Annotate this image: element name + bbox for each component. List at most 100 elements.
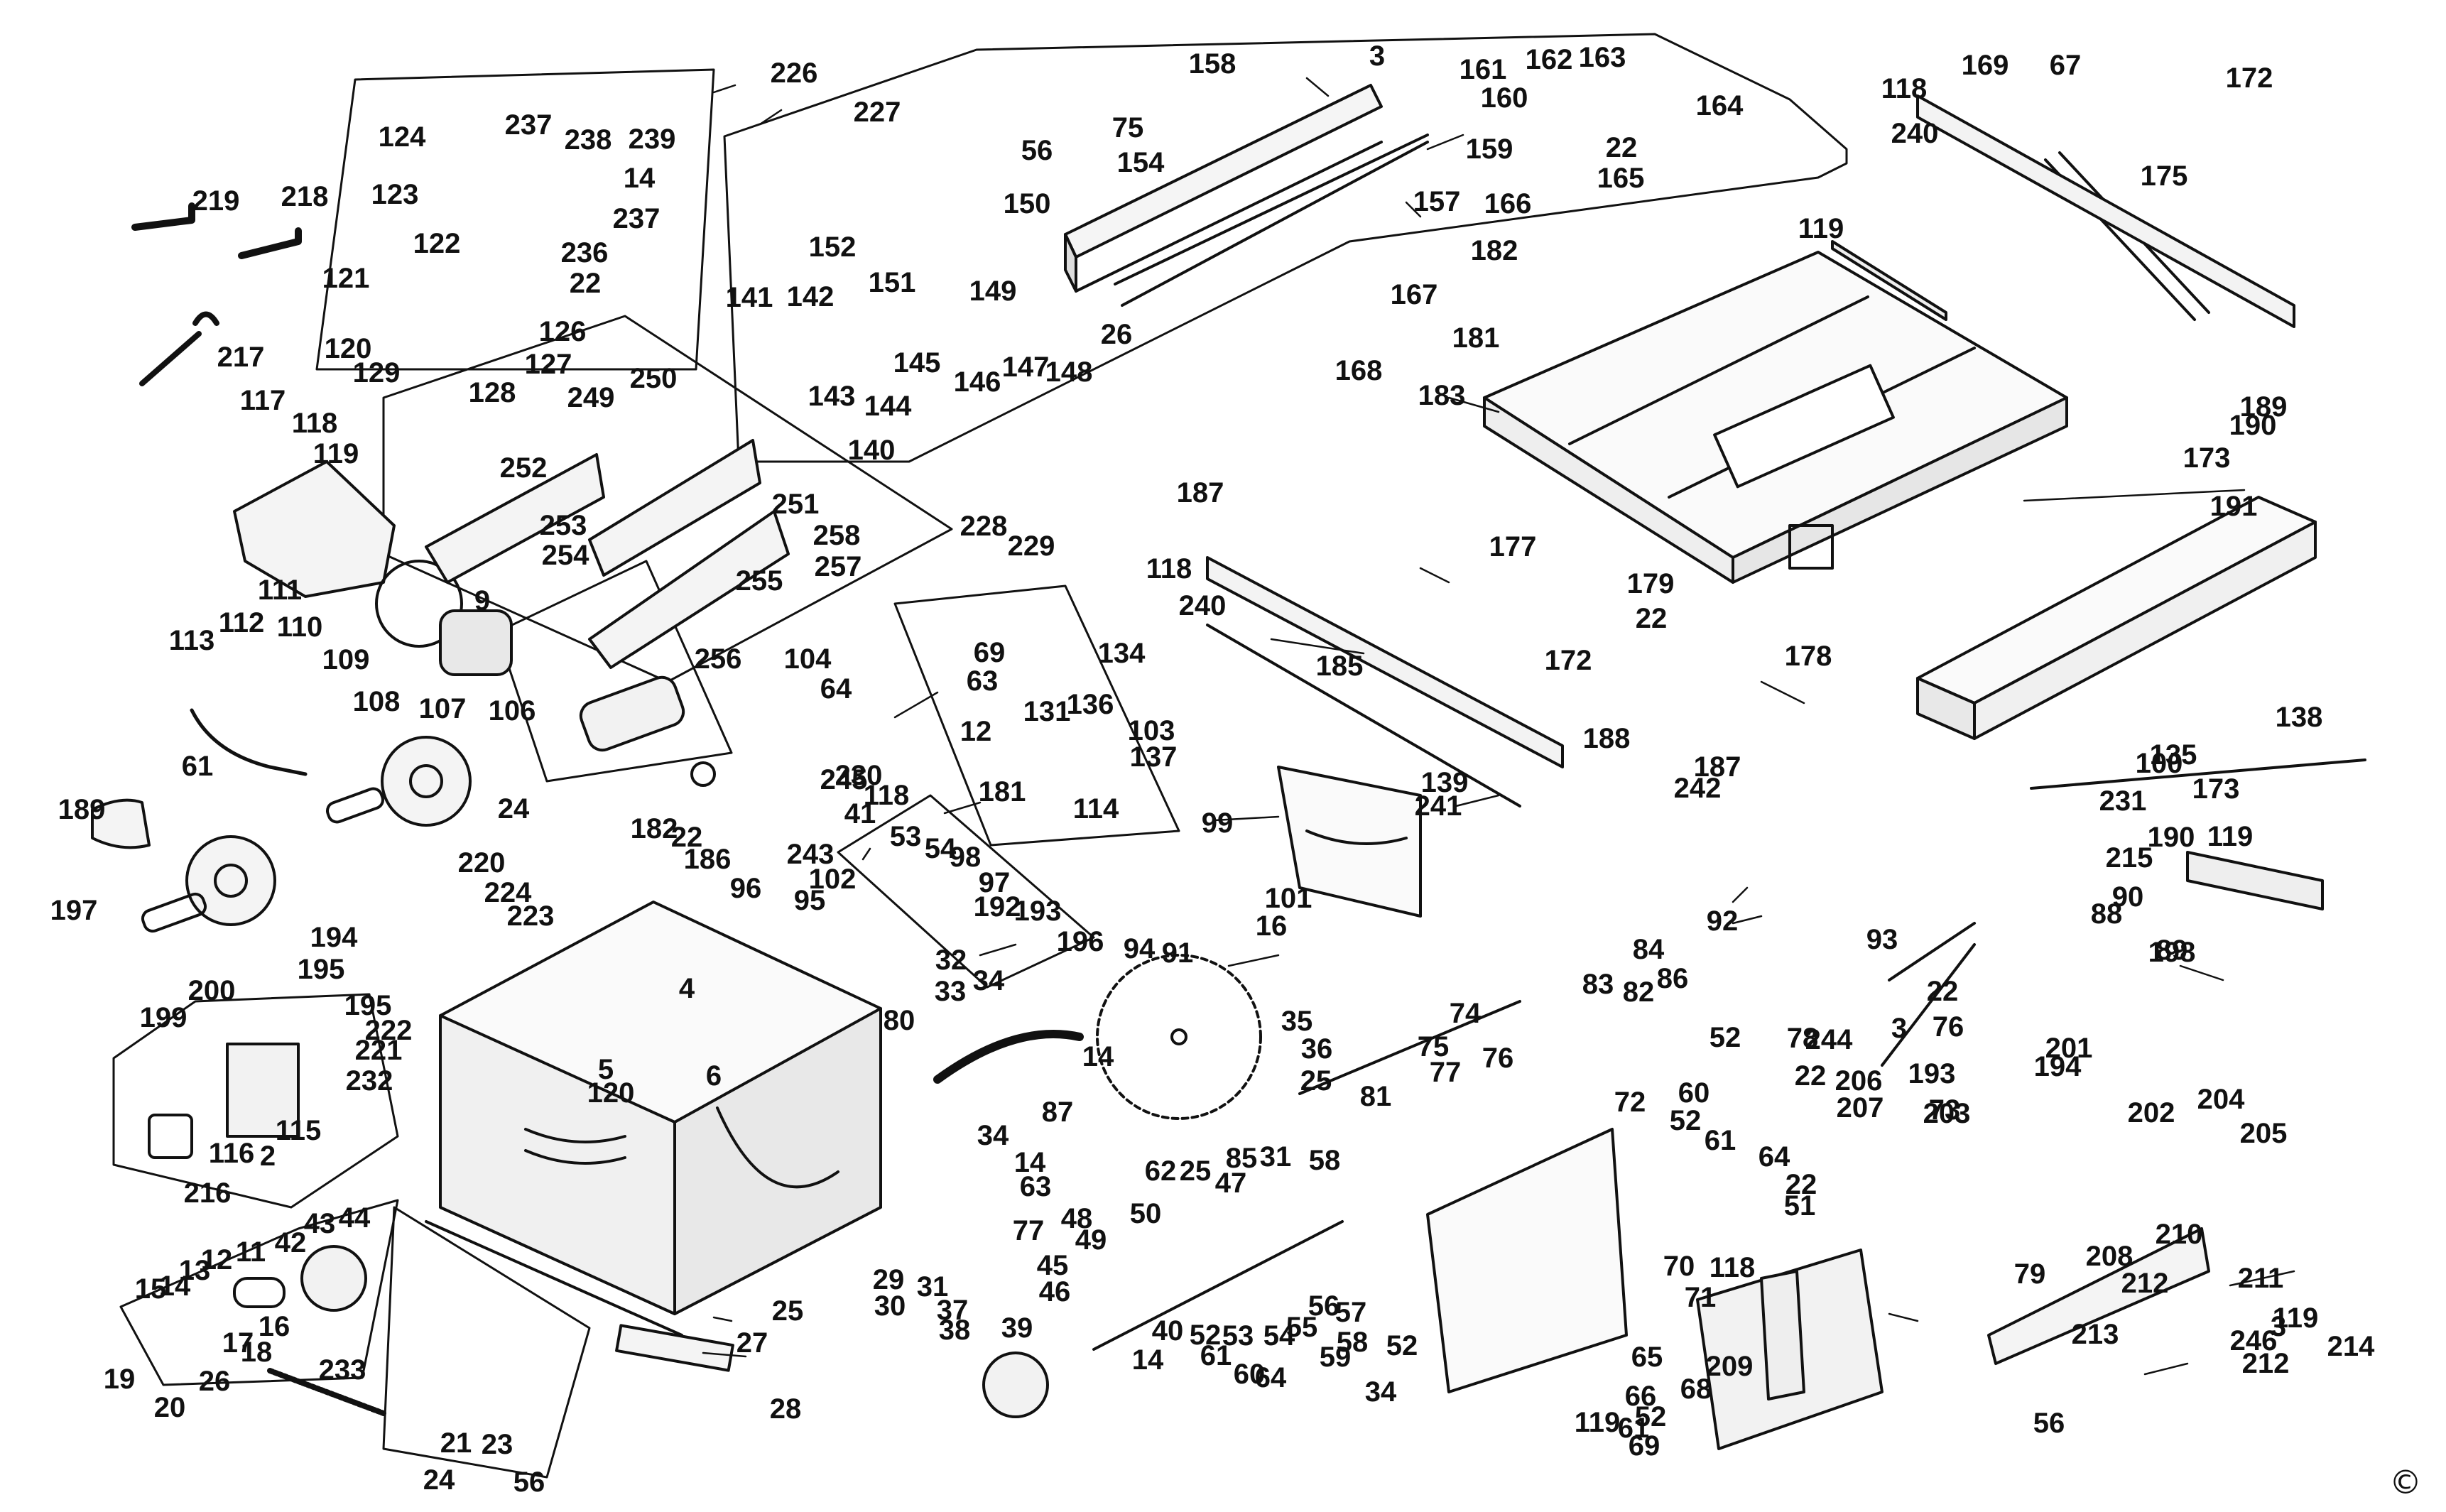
callout-label: 159 (1465, 134, 1513, 165)
callout-label: 215 (2105, 842, 2153, 874)
callout-label: 22 (670, 822, 703, 853)
callout-label: 89 (2156, 935, 2188, 966)
callout-label: 58 (1308, 1145, 1341, 1176)
callout-label: 86 (1656, 963, 1689, 994)
callout-label: 91 (1161, 937, 1194, 969)
callout-label: 108 (352, 686, 401, 717)
callout-label: 233 (318, 1354, 366, 1386)
callout-label: 64 (1758, 1141, 1790, 1173)
callout-label: 244 (1805, 1024, 1853, 1055)
callout-label: 160 (1480, 82, 1528, 114)
outline-group-232 (112, 993, 399, 1209)
callout-label: 60 (1678, 1077, 1710, 1109)
callout-label: 257 (814, 551, 862, 582)
callout-label: 183 (1418, 380, 1466, 411)
fence-rails (1064, 84, 2295, 807)
callout-label: 25 (771, 1295, 804, 1327)
callout-label: 54 (1263, 1320, 1295, 1351)
callout-label: 101 (1264, 883, 1312, 914)
callout-label: 82 (1622, 977, 1655, 1008)
callout-label: 200 (187, 975, 236, 1006)
callout-label: 17 (222, 1327, 254, 1359)
callout-label: 119 (2272, 1302, 2319, 1334)
callout-label: 231 (2099, 785, 2147, 817)
callout-label: 119 (312, 438, 359, 469)
callout-label: 186 (683, 844, 732, 875)
callout-label: 51 (1783, 1190, 1816, 1222)
callout-label: 188 (1582, 723, 1631, 754)
callout-label: 90 (2111, 881, 2144, 913)
callout-label: 40 (1151, 1315, 1184, 1347)
callout-label: 146 (953, 366, 1001, 398)
callout-label: 34 (972, 965, 1005, 996)
callout-label: 24 (497, 793, 530, 825)
callout-label: 14 (1013, 1147, 1046, 1178)
callout-label: 114 (1072, 793, 1119, 825)
callout-label: 158 (1188, 48, 1236, 80)
callout-label: 49 (1075, 1224, 1107, 1256)
callout-label: 202 (2127, 1097, 2175, 1128)
callout-label: 124 (378, 121, 426, 153)
callout-label: 187 (1693, 751, 1741, 783)
callout-label: 19 (103, 1364, 136, 1395)
callout-label: 117 (239, 385, 286, 416)
callout-label: 72 (1614, 1087, 1646, 1118)
callout-label: 175 (2140, 161, 2188, 192)
callout-label: 31 (916, 1271, 949, 1302)
callout-label: 193 (1908, 1058, 1956, 1089)
callout-label: 22 (569, 268, 602, 299)
callout-label: 56 (2033, 1408, 2065, 1439)
callout-label: 258 (812, 520, 861, 551)
callout-label: 52 (1669, 1105, 1702, 1136)
callout-label: 32 (935, 945, 967, 976)
callout-label: 238 (564, 124, 612, 156)
callout-label: 37 (936, 1295, 969, 1326)
callout-label: 33 (934, 976, 967, 1007)
callout-label: 178 (1784, 641, 1832, 672)
callout-label: 64 (1254, 1362, 1287, 1393)
callout-label: 78 (1786, 1023, 1819, 1054)
callout-label: 214 (2327, 1331, 2375, 1362)
callout-label: 60 (1233, 1359, 1266, 1390)
callout-label: 54 (924, 833, 957, 864)
callout-label: 194 (310, 922, 358, 953)
callout-label: 14 (1082, 1041, 1114, 1072)
callout-label: 69 (973, 637, 1006, 668)
callout-label: 46 (1038, 1276, 1071, 1307)
callout-label: 134 (1097, 638, 1146, 669)
callout-label: 55 (1285, 1312, 1318, 1343)
callout-label: 20 (153, 1392, 186, 1423)
callout-label: 191 (2209, 491, 2258, 522)
callout-label: 79 (2013, 1258, 2046, 1290)
callout-label: 48 (1060, 1203, 1093, 1234)
callout-label: 213 (2071, 1319, 2119, 1350)
callout-label: 255 (735, 565, 783, 597)
callout-label: 26 (198, 1366, 231, 1397)
callout-label: 52 (1189, 1320, 1222, 1351)
callout-label: 14 (158, 1271, 191, 1302)
callout-label: 139 (1420, 767, 1469, 798)
callout-label: 249 (567, 382, 615, 413)
callout-label: 69 (1628, 1430, 1660, 1462)
callout-label: 53 (889, 821, 922, 852)
callout-label: 39 (1001, 1312, 1033, 1344)
callout-label: 113 (168, 625, 215, 656)
callout-label: 67 (2049, 50, 2082, 81)
callout-label: 99 (1201, 807, 1234, 839)
callout-label: 193 (1013, 896, 1062, 927)
callout-label: 128 (468, 377, 516, 408)
callout-label: 63 (1019, 1171, 1052, 1202)
callout-label: 34 (977, 1120, 1009, 1151)
callout-label: 84 (1632, 934, 1665, 965)
callout-label: 166 (1484, 188, 1532, 219)
callout-label: 226 (770, 58, 818, 89)
callout-label: 181 (1452, 322, 1500, 354)
callout-label: 253 (539, 510, 587, 541)
callout-label: 242 (1673, 773, 1722, 804)
callout-label: 135 (2149, 739, 2197, 771)
callout-label: 177 (1489, 531, 1537, 562)
callout-label: 5 (597, 1054, 614, 1085)
motor-parts (233, 460, 716, 787)
callout-label: 168 (1335, 355, 1383, 386)
callout-label: 31 (1259, 1141, 1292, 1173)
